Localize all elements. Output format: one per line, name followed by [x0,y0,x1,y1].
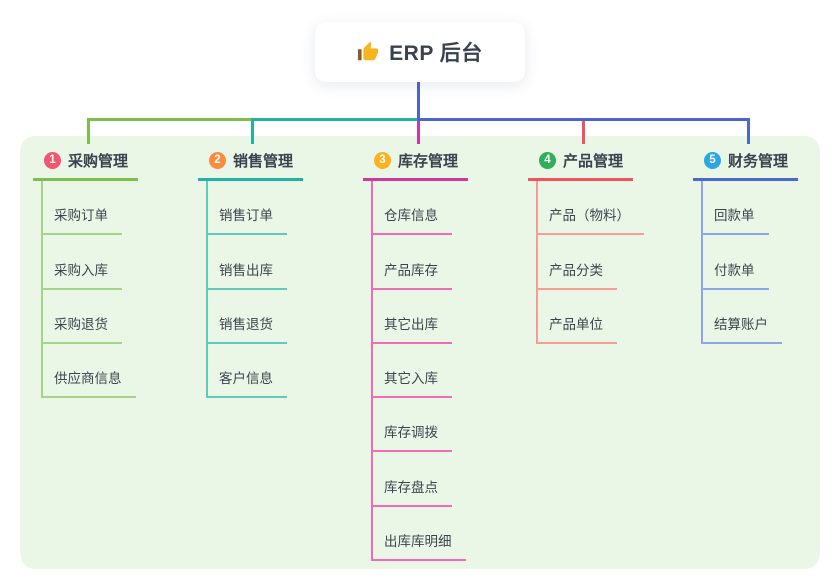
connector-rail [206,181,208,399]
child-node[interactable]: 供应商信息 [41,344,136,399]
child-node[interactable]: 库存盘点 [371,452,452,507]
child-node[interactable]: 采购订单 [41,181,122,236]
branch-label: 产品管理 [563,153,624,170]
branch3-drop-line [417,121,420,144]
child-node[interactable]: 其它出库 [371,290,452,344]
connector-rail [536,181,538,344]
child-node[interactable]: 销售出库 [206,235,287,290]
branch-number-badge: 3 [374,152,391,169]
connector-rail [41,181,43,399]
branch4-drop-line [582,121,585,144]
branch-inventory-node[interactable]: 3 库存管理 [363,146,469,181]
branch-purchase-children: 采购订单 采购入库 采购退货 供应商信息 [41,181,136,399]
child-node[interactable]: 库存调拨 [371,398,452,453]
branch-label: 采购管理 [68,153,129,170]
branches-background-panel [20,136,820,569]
branch-purchase-node[interactable]: 1 采购管理 [33,146,139,181]
branch-finance: 5 财务管理 回款单 付款单 结算账户 [693,146,799,344]
child-node[interactable]: 出库库明细 [371,507,466,562]
branch-number-badge: 5 [704,152,721,169]
child-node[interactable]: 付款单 [701,235,769,290]
child-node[interactable]: 产品库存 [371,235,452,290]
branch-number-badge: 1 [44,152,61,169]
child-node[interactable]: 结算账户 [701,290,782,344]
child-node[interactable]: 采购退货 [41,290,122,344]
branch5-drop-line [747,118,750,144]
child-node[interactable]: 仓库信息 [371,181,452,236]
bus-line-teal [251,118,419,121]
connector-rail [371,181,373,562]
branch-purchase: 1 采购管理 采购订单 采购入库 采购退货 供应商信息 [33,146,139,399]
branch-product-children: 产品（物料） 产品分类 产品单位 [536,181,644,344]
branch-label: 库存管理 [398,153,459,170]
child-node[interactable]: 销售订单 [206,181,287,236]
bus-line-green [87,118,254,121]
child-node[interactable]: 产品分类 [536,235,617,290]
branch1-drop-line [87,118,90,144]
branch-finance-node[interactable]: 5 财务管理 [693,146,799,181]
branch-product: 4 产品管理 产品（物料） 产品分类 产品单位 [528,146,644,344]
root-node[interactable]: ERP 后台 [315,22,525,82]
thumbs-up-icon [357,41,379,63]
branch-inventory-children: 仓库信息 产品库存 其它出库 其它入库 库存调拨 库存盘点 出库库明细 [371,181,466,562]
branch-number-badge: 2 [209,152,226,169]
child-node[interactable]: 产品（物料） [536,181,644,236]
child-node[interactable]: 采购入库 [41,235,122,290]
branch-product-node[interactable]: 4 产品管理 [528,146,634,181]
child-node[interactable]: 销售退货 [206,290,287,344]
branch-number-badge: 4 [539,152,556,169]
branch-inventory: 3 库存管理 仓库信息 产品库存 其它出库 其它入库 库存调拨 库存盘点 出库库… [363,146,469,562]
branch2-drop-line [251,118,254,144]
branch-sales: 2 销售管理 销售订单 销售出库 销售退货 客户信息 [198,146,304,399]
branch-sales-children: 销售订单 销售出库 销售退货 客户信息 [206,181,287,399]
branch-label: 销售管理 [233,153,294,170]
root-connector-line [417,82,420,119]
child-node[interactable]: 其它入库 [371,344,452,399]
branch-finance-children: 回款单 付款单 结算账户 [701,181,782,344]
child-node[interactable]: 回款单 [701,181,769,236]
child-node[interactable]: 客户信息 [206,344,287,399]
bus-line-blue [417,118,750,121]
root-title: ERP 后台 [389,42,483,65]
branch-sales-node[interactable]: 2 销售管理 [198,146,304,181]
branch-label: 财务管理 [728,153,789,170]
child-node[interactable]: 产品单位 [536,290,617,344]
connector-rail [701,181,703,344]
